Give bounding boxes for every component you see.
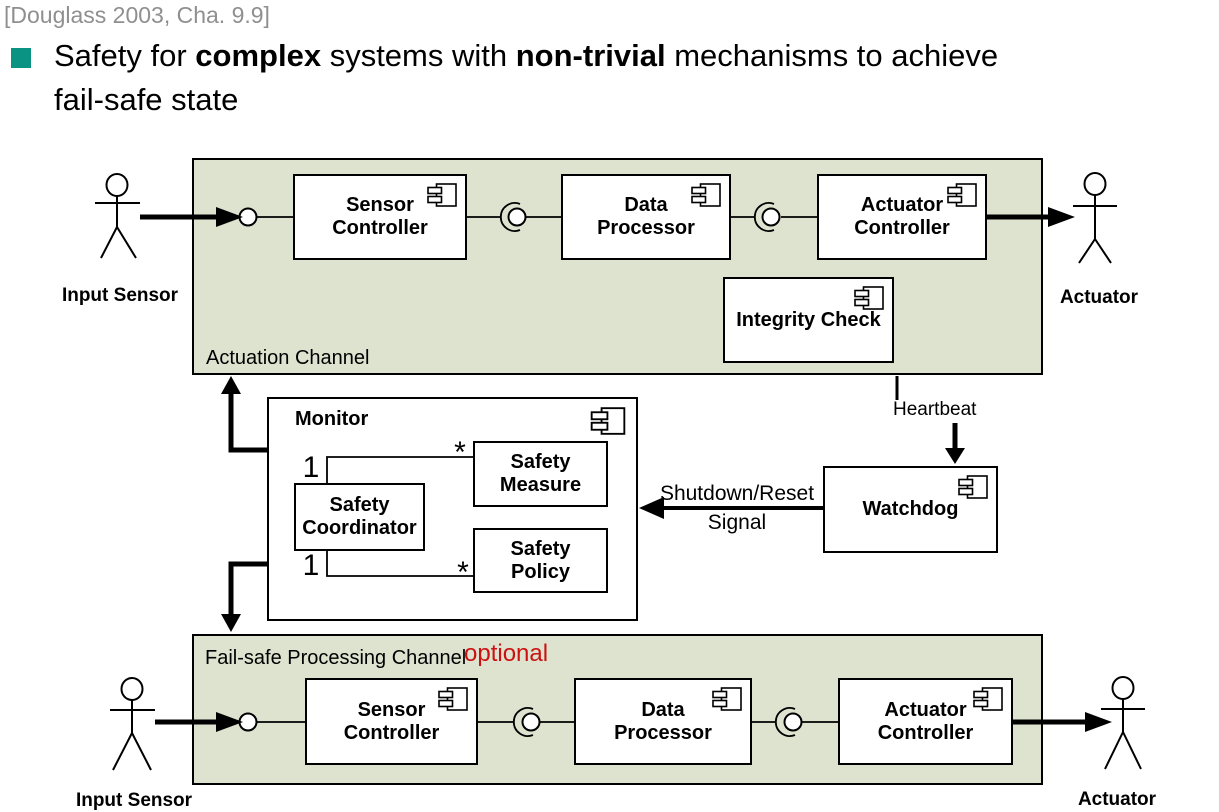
actor-figure-actuator-top [1073,172,1117,264]
component-safety-measure: Safety Measure [473,441,608,507]
component-label: Sensor [357,698,426,721]
actuation-channel-label: Actuation Channel [206,347,370,369]
component-watchdog: Watchdog [823,466,998,553]
component-sensor-controller-top: Sensor Controller [293,174,467,260]
multiplicity-many-top: * [454,436,466,469]
shutdown-reset-label: Shutdown/Reset [659,482,815,505]
component-label: Processor [614,721,712,744]
component-data-processor-bottom: Data Processor [574,678,752,765]
component-label: Data [641,698,685,721]
component-data-processor-top: Data Processor [561,174,731,260]
title-line-2: fail-safe state [54,82,239,117]
uml-component-icon [590,407,626,435]
component-label: Actuator [884,698,967,721]
component-actuator-controller-bottom: Actuator Controller [838,678,1013,765]
component-label: Policy [511,560,570,583]
component-label: Measure [499,474,582,496]
actor-figure-input-sensor-top [95,173,140,259]
title-seg: systems with [321,38,516,73]
uml-component-icon [947,183,977,207]
component-label: Sensor [346,194,414,216]
multiplicity-one-top: 1 [302,451,320,484]
actor-label-input-sensor-top: Input Sensor [61,285,179,306]
shutdown-signal-label: Signal [707,511,767,534]
actor-label-input-sensor-bottom: Input Sensor [75,790,193,811]
component-label: Safety [510,537,571,560]
multiplicity-one-bottom: 1 [302,549,320,582]
component-actuator-controller-top: Actuator Controller [817,174,987,260]
actor-label-actuator-top: Actuator [1059,287,1139,308]
component-label: Safety [329,494,390,516]
component-integrity-check: Integrity Check [723,277,894,363]
uml-component-icon [854,286,884,310]
monitor-to-failsafe-arrow [221,561,268,632]
monitor-to-actuation-arrow [221,376,268,453]
uml-component-icon [712,687,742,711]
component-label: Controller [343,721,440,744]
heartbeat-label: Heartbeat [893,399,977,420]
actor-label-actuator-bottom: Actuator [1077,789,1157,810]
title-seg: Safety for [54,38,196,73]
title-seg-bold: complex [195,38,322,73]
citation: [Douglass 2003, Cha. 9.9] [4,2,270,28]
component-safety-coordinator: Safety Coordinator [294,483,425,551]
uml-component-icon [958,475,988,499]
component-label: Controller [854,217,950,239]
component-label: Controller [877,721,974,744]
multiplicity-many-bottom: * [457,556,469,589]
bullet-square-icon [11,48,31,68]
optional-label: optional [464,640,549,667]
component-label: Coordinator [302,517,417,539]
component-label: Controller [332,217,428,239]
title-seg: mechanisms to achieve [665,38,999,73]
component-label: Actuator [860,194,944,216]
component-label: Integrity Check [736,308,881,331]
component-label: Safety [510,451,571,473]
failsafe-channel-label: Fail-safe Processing Channel [205,647,467,669]
component-label: Processor [597,217,695,239]
title-seg-bold: non-trivial [515,38,666,73]
monitor-label: Monitor [295,408,369,430]
component-label: Data [624,194,668,216]
actor-figure-input-sensor-bottom [110,677,155,771]
uml-component-icon [691,183,721,207]
component-sensor-controller-bottom: Sensor Controller [305,678,478,765]
title-line-1: Safety for complex systems with non-triv… [54,36,998,76]
uml-component-icon [973,687,1003,711]
uml-component-icon [427,183,457,207]
component-safety-policy: Safety Policy [473,528,608,593]
uml-component-icon [438,687,468,711]
actor-figure-actuator-bottom [1101,676,1145,770]
heartbeat-arrow [945,423,965,464]
component-label: Watchdog [862,498,959,520]
